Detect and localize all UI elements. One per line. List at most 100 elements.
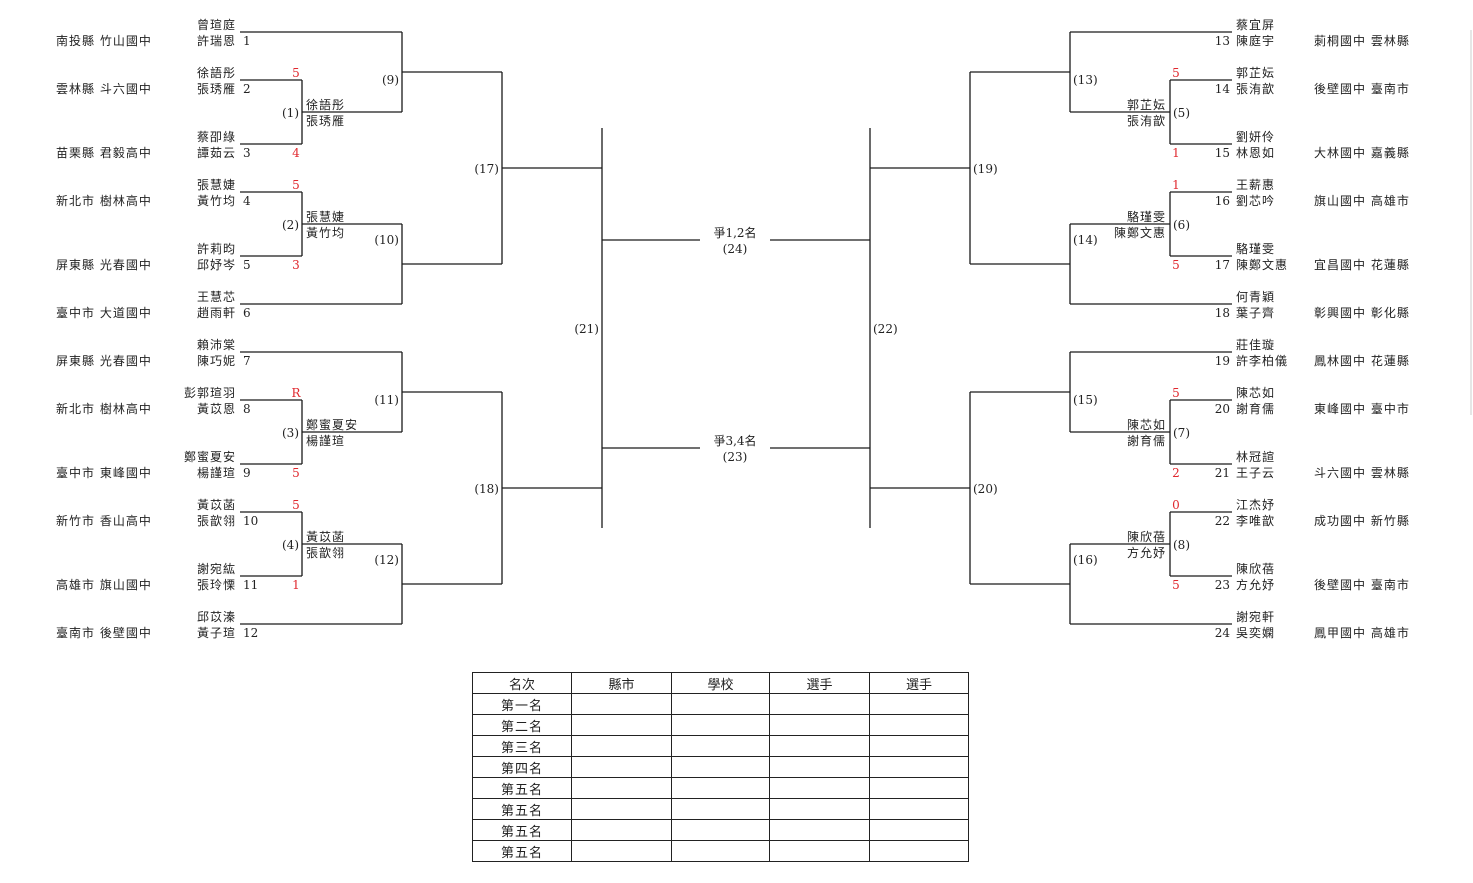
winner-name: 郭芷妘 xyxy=(1127,98,1166,112)
player-name: 徐語彤 xyxy=(197,65,236,80)
player-cell[interactable] xyxy=(769,693,870,715)
player-cell[interactable] xyxy=(869,693,969,715)
player-name: 邱妤岑 xyxy=(197,258,236,272)
county-cell[interactable] xyxy=(571,714,672,736)
match-number: (10) xyxy=(374,233,399,247)
player-name: 張琇雁 xyxy=(197,82,236,96)
team-region: 南投縣 竹山國中 xyxy=(56,33,152,48)
school-cell[interactable] xyxy=(671,819,770,841)
winner-name: 徐語彤 xyxy=(306,97,345,112)
team-region: 新北市 樹林高中 xyxy=(56,193,152,208)
player-name: 江杰妤 xyxy=(1236,498,1275,512)
seed-number: 5 xyxy=(243,258,251,272)
player-cell[interactable] xyxy=(869,735,969,757)
player-name: 王薪惠 xyxy=(1236,178,1275,192)
player-cell[interactable] xyxy=(769,735,870,757)
school-cell[interactable] xyxy=(671,798,770,820)
match-number: (2) xyxy=(282,218,299,232)
player-name: 謝宛紘 xyxy=(197,561,236,576)
seed-number: 22 xyxy=(1215,514,1230,528)
player-cell[interactable] xyxy=(769,840,870,862)
rank-label: 第五名 xyxy=(472,798,572,820)
player-name: 張洧歆 xyxy=(1236,81,1275,96)
player-cell[interactable] xyxy=(869,756,969,778)
county-cell[interactable] xyxy=(571,735,672,757)
match-number: (3) xyxy=(282,426,299,440)
county-cell[interactable] xyxy=(571,756,672,778)
seed-number: 18 xyxy=(1215,306,1230,320)
county-cell[interactable] xyxy=(571,819,672,841)
match-number: (22) xyxy=(873,322,898,336)
match-number: (8) xyxy=(1173,538,1190,552)
ranking-row: 第五名 xyxy=(472,840,969,862)
player-cell[interactable] xyxy=(769,714,870,736)
ranking-header-row: 名次 縣市 學校 選手 選手 xyxy=(472,672,969,694)
final-ranking-table: 名次 縣市 學校 選手 選手 第一名 第二名 第三名 第四名 第五名 第五名 第… xyxy=(472,672,969,862)
match-number: (13) xyxy=(1073,73,1098,87)
player-cell[interactable] xyxy=(869,840,969,862)
winner-name: 黃苡菡 xyxy=(306,530,345,544)
winner-name: 張歆翎 xyxy=(306,545,345,560)
county-cell[interactable] xyxy=(571,693,672,715)
team-region: 大林國中 嘉義縣 xyxy=(1314,145,1410,160)
team-region: 屏東縣 光春國中 xyxy=(56,353,152,368)
player-name: 賴沛棠 xyxy=(197,337,236,352)
match-score: 5 xyxy=(292,498,300,512)
county-cell[interactable] xyxy=(571,798,672,820)
player-name: 方允妤 xyxy=(1236,577,1275,592)
player-name: 謝宛軒 xyxy=(1236,609,1275,624)
winner-name: 謝育儒 xyxy=(1127,433,1166,448)
player-name: 黃苡菡 xyxy=(197,498,236,512)
match-number: (1) xyxy=(282,106,299,120)
school-cell[interactable] xyxy=(671,840,770,862)
ranking-row: 第三名 xyxy=(472,735,969,757)
player-cell[interactable] xyxy=(769,777,870,799)
winner-name: 黃竹均 xyxy=(306,226,345,240)
player-cell[interactable] xyxy=(769,756,870,778)
team-region: 宜昌國中 花蓮縣 xyxy=(1314,257,1410,272)
team-region: 鳳林國中 花蓮縣 xyxy=(1314,353,1410,368)
player-name: 王慧芯 xyxy=(197,289,236,304)
ranking-row: 第四名 xyxy=(472,756,969,778)
seed-number: 17 xyxy=(1215,258,1230,272)
player-cell[interactable] xyxy=(869,819,969,841)
school-cell[interactable] xyxy=(671,693,770,715)
school-cell[interactable] xyxy=(671,714,770,736)
team-region: 東峰國中 臺中市 xyxy=(1314,401,1410,416)
seed-number: 23 xyxy=(1215,578,1230,592)
player-name: 謝育儒 xyxy=(1236,401,1275,416)
match-score: 5 xyxy=(292,178,300,192)
player-name: 曾瑄庭 xyxy=(197,17,236,32)
player-name: 陳庭宇 xyxy=(1236,33,1275,48)
player-cell[interactable] xyxy=(869,798,969,820)
seed-number: 1 xyxy=(243,34,251,48)
school-cell[interactable] xyxy=(671,756,770,778)
seed-number: 7 xyxy=(243,354,251,368)
player-cell[interactable] xyxy=(769,819,870,841)
ranking-row: 第二名 xyxy=(472,714,969,736)
player-name: 邱苡溱 xyxy=(197,610,236,624)
winner-name: 方允妤 xyxy=(1127,545,1166,560)
player-name: 鄭蜜夏安 xyxy=(184,449,236,464)
player-name: 王子云 xyxy=(1236,466,1275,480)
player-cell[interactable] xyxy=(869,714,969,736)
match-number: (6) xyxy=(1173,218,1190,232)
seed-number: 13 xyxy=(1215,34,1230,48)
school-cell[interactable] xyxy=(671,735,770,757)
player-cell[interactable] xyxy=(769,798,870,820)
county-cell[interactable] xyxy=(571,777,672,799)
winner-name: 陳鄭文惠 xyxy=(1114,225,1166,240)
team-region: 臺南市 後壁國中 xyxy=(56,625,152,640)
county-cell[interactable] xyxy=(571,840,672,862)
team-region: 斗六國中 雲林縣 xyxy=(1314,465,1410,480)
match-number: (14) xyxy=(1073,233,1098,247)
player-name: 許李柏儀 xyxy=(1236,353,1288,368)
player-cell[interactable] xyxy=(869,777,969,799)
seed-number: 12 xyxy=(243,626,258,640)
player-name: 彭郭瑄羽 xyxy=(184,385,236,400)
match-score: 3 xyxy=(292,258,300,272)
final-title: 爭1,2名 xyxy=(713,225,756,240)
school-cell[interactable] xyxy=(671,777,770,799)
page-edge-divider xyxy=(1470,30,1472,415)
seed-number: 24 xyxy=(1215,626,1231,640)
